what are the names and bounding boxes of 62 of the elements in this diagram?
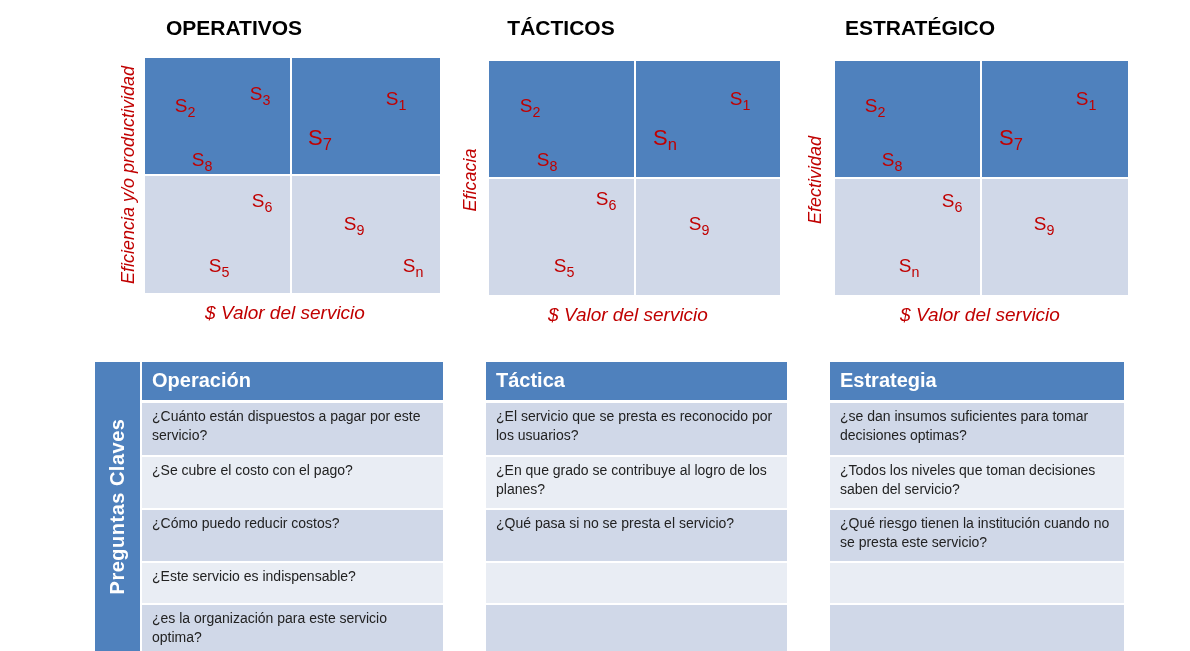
service-label: S$_{2}$	[519, 96, 541, 120]
axis-label: $ Valor del servicio	[205, 302, 365, 324]
service-label: S$_{9}$	[688, 214, 710, 238]
service-label: S$_{1}$	[729, 89, 751, 113]
question-cell: ¿En que grado se contribuye al logro de los planes?	[486, 457, 787, 508]
high-quadrant	[982, 61, 1128, 177]
service-label: S$_{7}$	[999, 127, 1023, 153]
question-cell: ¿se dan insumos suficientes para tomar decisiones optimas?	[830, 403, 1124, 455]
high-quadrant	[835, 61, 980, 177]
low-quadrant	[489, 179, 634, 295]
service-label: S$_{1}$	[385, 89, 407, 113]
question-cell: ¿Cómo puedo reducir costos?	[142, 510, 443, 561]
axis-label: Eficacia	[459, 148, 481, 212]
service-label: S$_{5}$	[208, 256, 230, 280]
service-label: S$_{7}$	[308, 127, 332, 153]
high-quadrant	[636, 61, 780, 177]
service-label: S$_{6}$	[595, 189, 617, 213]
low-quadrant	[292, 176, 440, 293]
service-label: S$_{1}$	[1075, 89, 1097, 113]
high-quadrant	[145, 58, 290, 174]
service-label: S$_{9}$	[1033, 214, 1055, 238]
question-cell: ¿Se cubre el costo con el pago?	[142, 457, 443, 508]
axis-label: Eficiencia y/o productividad	[117, 65, 139, 285]
high-quadrant	[292, 58, 440, 174]
question-cell: ¿Cuánto están dispuestos a pagar por este servicio?	[142, 403, 443, 455]
section-title: ESTRATÉGICO	[844, 16, 996, 40]
service-label: S$_{2}$	[864, 96, 886, 120]
low-quadrant	[982, 179, 1128, 295]
axis-label: $ Valor del servicio	[900, 304, 1060, 326]
column-header: Operación	[142, 362, 443, 400]
service-label: S$_{2}$	[174, 96, 196, 120]
service-label: S$_{6}$	[941, 191, 963, 215]
service-label: S$_{n}$	[653, 127, 677, 153]
section-title: TÁCTICOS	[507, 16, 615, 40]
question-cell: ¿es la organización para este servicio optima?	[142, 605, 443, 651]
empty-cell	[830, 605, 1124, 651]
service-label: S$_{8}$	[536, 150, 558, 174]
question-cell: ¿Qué riesgo tienen la institución cuando no se presta este servicio?	[830, 510, 1124, 561]
low-quadrant	[145, 176, 290, 293]
column-header: Táctica	[486, 362, 787, 400]
question-cell: ¿Este servicio es indispensable?	[142, 563, 443, 603]
low-quadrant	[835, 179, 980, 295]
question-cell: ¿El servicio que se presta es reconocido por los usuarios?	[486, 403, 787, 455]
service-label: S$_{9}$	[343, 214, 365, 238]
service-label: S$_{8}$	[881, 150, 903, 174]
low-quadrant	[636, 179, 780, 295]
question-cell: ¿Qué pasa si no se presta el servicio?	[486, 510, 787, 561]
section-title: OPERATIVOS	[165, 16, 303, 40]
service-label: S$_{n}$	[898, 256, 920, 280]
service-label: S$_{8}$	[191, 150, 213, 174]
axis-label: $ Valor del servicio	[548, 304, 708, 326]
axis-label: Efectividad	[804, 135, 826, 225]
high-quadrant	[489, 61, 634, 177]
service-label: S$_{5}$	[553, 256, 575, 280]
vertical-header-band	[95, 362, 140, 651]
question-cell: ¿Todos los niveles que toman decisiones saben del servicio?	[830, 457, 1124, 508]
service-label: S$_{6}$	[251, 191, 273, 215]
column-header: Estrategia	[830, 362, 1124, 400]
band-title: Preguntas Claves	[106, 418, 129, 595]
empty-cell	[486, 605, 787, 651]
service-label: S$_{n}$	[402, 256, 424, 280]
service-label: S$_{3}$	[249, 84, 271, 108]
